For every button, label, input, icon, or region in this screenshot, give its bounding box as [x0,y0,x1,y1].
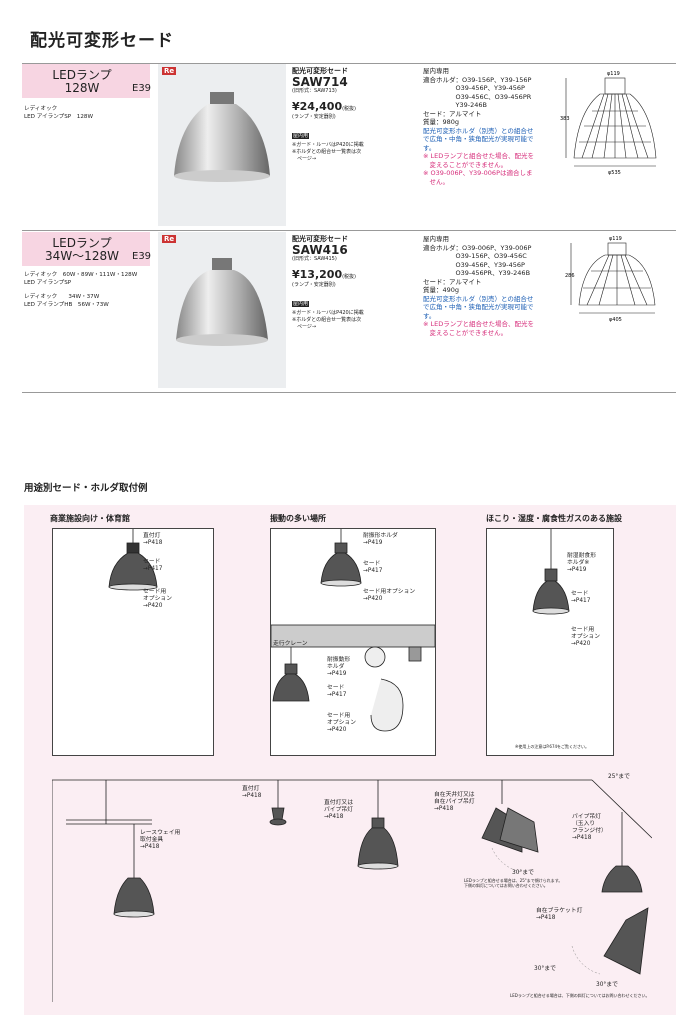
divider [22,230,676,231]
shade-photo [174,92,270,182]
svg-text:φ405: φ405 [609,317,622,323]
indoor-badge: 屋内用 [292,133,310,139]
product-photo: Re [158,64,286,226]
panel-commercial: 直付灯→P418 セード→P417 セード用オプション→P420 [52,528,214,756]
product-name: 配光可変形セード [292,67,348,75]
svg-text:383: 383 [560,116,570,122]
panel-dust: 耐湿耐食形ホルダ※→P419 セード→P417 セード用オプション→P420 ※… [486,528,614,756]
dimension-drawing: φ119 383 φ535 [560,71,657,176]
lamp-watt: 128W [64,81,100,95]
panel-title: ほこり・湿度・腐食性ガスのある施設 [486,514,622,523]
page-title: 配光可変形セード [30,31,174,51]
price: ¥24,400 [292,100,343,113]
product-code: SAW714 [292,75,348,89]
svg-text:φ535: φ535 [608,170,621,176]
lamp-name: LEDランプ [52,68,112,82]
renewal-badge: Re [162,67,177,75]
panel-vibration: 耐振形ホルダ→P419 セード→P417 セード用オプション→P420 走行クレ… [270,528,436,756]
spec-block: 屋内専用 適合ホルダ：O39-006P、Y39-006P O39-156P、O3… [423,235,535,337]
dimension-drawing: φ119 286 φ405 [565,236,656,323]
panel-title: 振動の多い場所 [270,514,326,523]
tax: (税抜) [342,106,357,112]
product-photo: Re [158,232,286,388]
panel-title: 商業施設向け・体育館 [50,514,130,523]
lamp-label-box: LEDランプ 34W〜128W E39 [22,232,151,266]
old-code: (旧形式：SAW713) [292,88,337,94]
section-title: 用途別セード・ホルダ取付例 [24,483,148,494]
product-info: 配光可変形セード SAW714 (旧形式：SAW713) ¥24,400(税抜)… [292,67,364,162]
svg-text:φ119: φ119 [607,71,620,77]
svg-text:φ119: φ119 [609,236,622,242]
lamp-types: レディオック LED アイランプSP 128W [24,106,93,120]
price-note: (ランプ・安定器別) [292,114,336,120]
socket-type: E39 [132,83,152,94]
divider [22,63,676,64]
lamp-types: レディオック 60W・89W・111W・128W LED アイランプSP レディ… [24,272,138,308]
svg-text:286: 286 [565,273,575,279]
divider [22,392,676,393]
lamp-label-box: LEDランプ 128W E39 [22,64,152,98]
spec-block: 屋内専用 適合ホルダ：O39-156P、Y39-156P O39-456P、Y3… [423,67,535,186]
product-info: 配光可変形セード SAW416 (旧形式：SAW415) ¥13,200(税抜)… [292,235,364,330]
installation-diagram: レースウェイ用取付金具→P418 直付灯→P418 直付灯又はパイプ吊灯→P41… [51,774,653,1002]
